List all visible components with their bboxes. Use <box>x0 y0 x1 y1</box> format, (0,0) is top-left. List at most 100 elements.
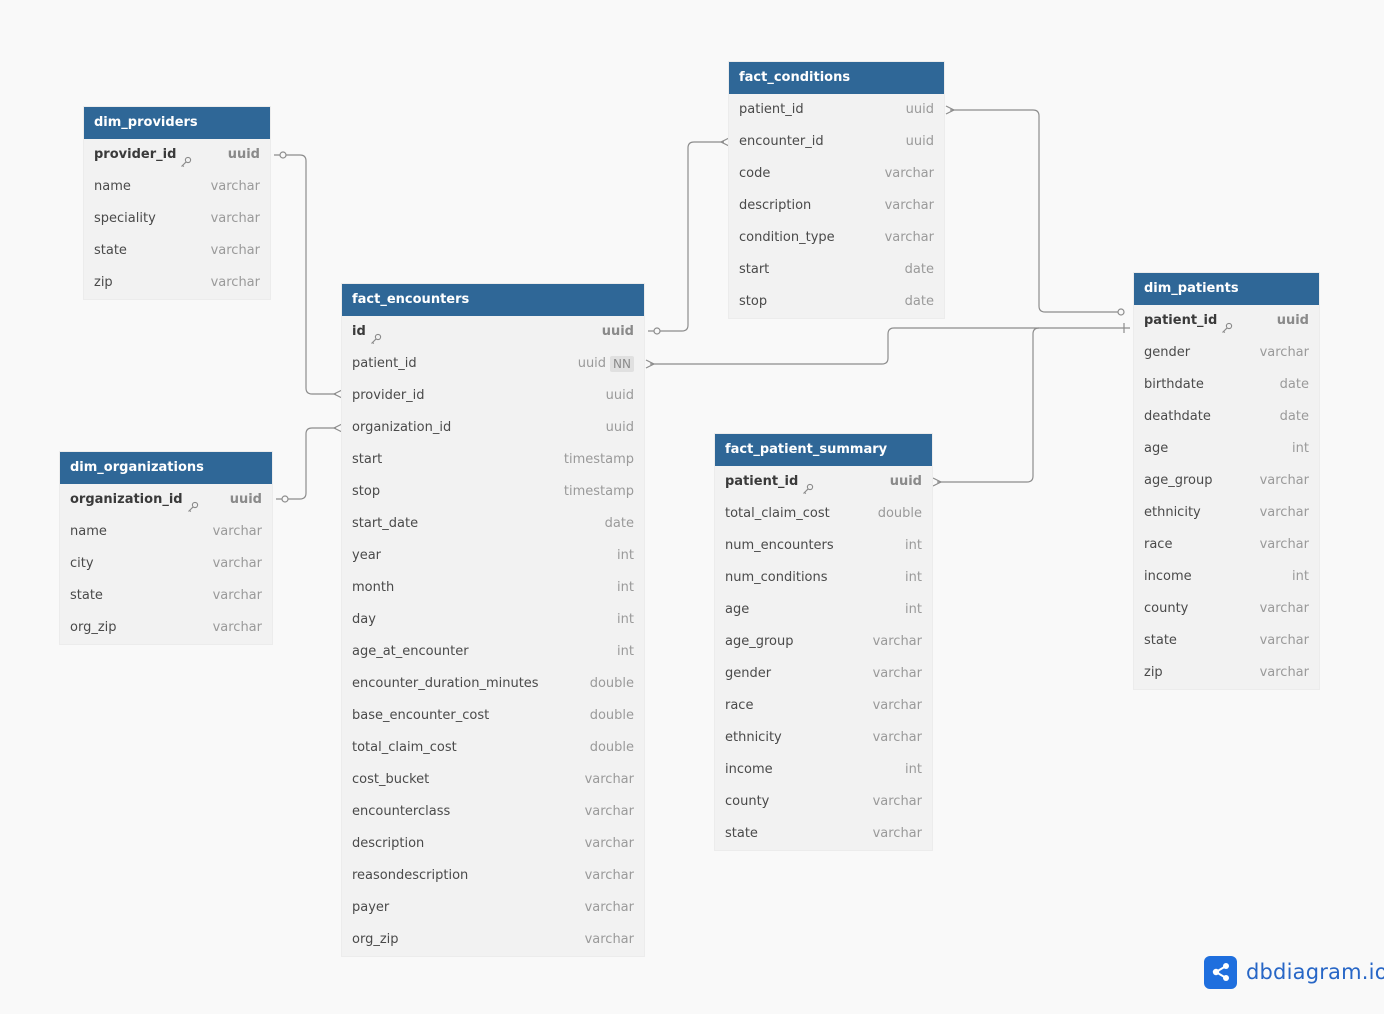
field-name: id <box>352 316 382 348</box>
table-header[interactable]: fact_encounters <box>342 284 644 316</box>
field-type: varchar <box>213 612 262 644</box>
table-header[interactable]: dim_patients <box>1134 273 1319 305</box>
field-name-text: speciality <box>94 211 156 226</box>
field-type-text: uuid <box>229 492 262 507</box>
field-name: total_claim_cost <box>352 732 457 764</box>
table-header[interactable]: dim_providers <box>84 107 270 139</box>
brand-name: dbdiagram.io <box>1246 960 1384 984</box>
brand[interactable]: dbdiagram.io <box>1204 955 1384 989</box>
field-type: varchar <box>873 626 922 658</box>
field-type-text: varchar <box>884 230 934 245</box>
table-header[interactable]: fact_patient_summary <box>715 434 932 466</box>
field-name: zip <box>94 267 113 299</box>
primary-key-icon <box>187 494 199 512</box>
table-header[interactable]: dim_organizations <box>60 452 272 484</box>
field-type-text: date <box>904 262 934 277</box>
field-name-text: age_group <box>1144 473 1213 488</box>
field-type-text: uuid <box>577 356 607 371</box>
field-name-text: organization_id <box>352 420 452 435</box>
field-name: patient_id <box>725 466 814 498</box>
field-name-text: org_zip <box>352 932 399 947</box>
field-name: income <box>725 754 773 786</box>
table-header[interactable]: fact_conditions <box>729 62 944 94</box>
field-type: date <box>905 254 934 286</box>
field-type-text: varchar <box>1259 633 1309 648</box>
field-type-text: date <box>1279 377 1309 392</box>
field-name: provider_id <box>94 139 192 171</box>
field-type-text: varchar <box>1259 345 1309 360</box>
field-type: uuid <box>606 380 634 412</box>
field-type: uuid <box>906 126 934 158</box>
field-name: gender <box>725 658 771 690</box>
